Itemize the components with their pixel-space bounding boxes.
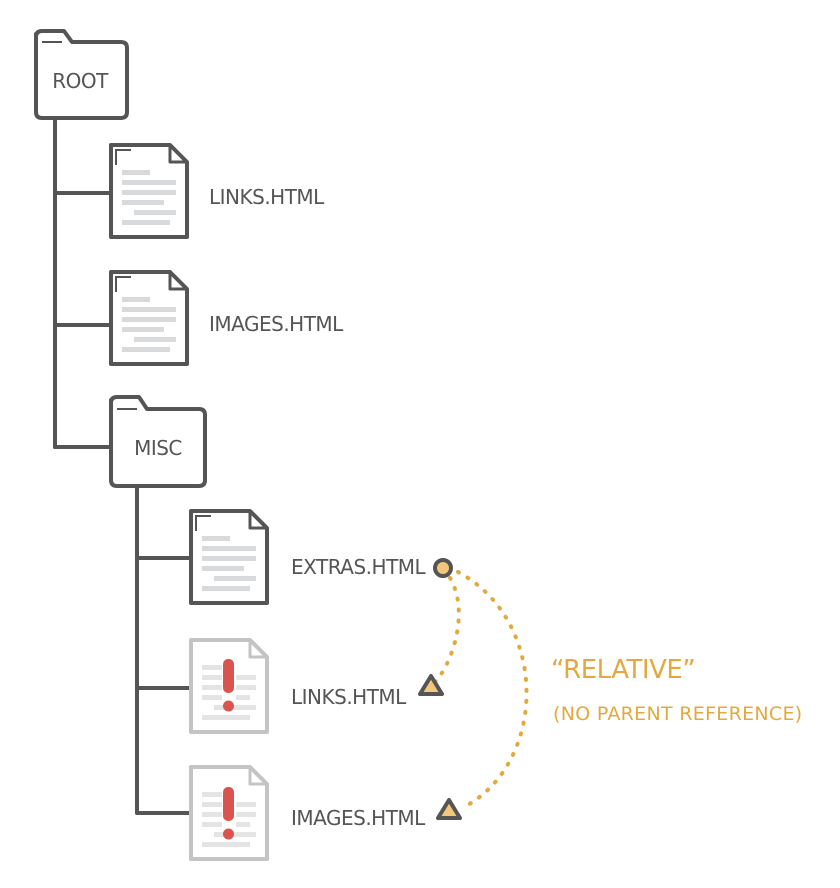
file-label: IMAGES.HTML bbox=[291, 806, 426, 830]
root-folder[interactable]: ROOT bbox=[34, 29, 129, 120]
exclamation-dot bbox=[223, 828, 234, 840]
misc-images-html-missing-file[interactable]: IMAGES.HTML bbox=[189, 765, 427, 861]
file-icon bbox=[109, 143, 189, 239]
annotation-subtitle: (NO PARENT REFERENCE) bbox=[553, 703, 802, 725]
arrowhead-triangle-icon bbox=[436, 798, 462, 820]
file-label: IMAGES.HTML bbox=[209, 312, 344, 336]
tree-connectors bbox=[53, 116, 193, 815]
relative-annotation: “RELATIVE” (NO PARENT REFERENCE) bbox=[551, 655, 802, 725]
misc-folder[interactable]: MISC bbox=[109, 395, 207, 488]
misc-extras-html-file[interactable]: EXTRAS.HTML bbox=[189, 509, 427, 605]
root-links-html-file[interactable]: LINKS.HTML bbox=[109, 143, 326, 239]
missing-file-icon bbox=[189, 638, 269, 734]
folder-icon bbox=[34, 29, 129, 120]
file-icon bbox=[109, 270, 189, 366]
file-label: LINKS.HTML bbox=[209, 185, 325, 209]
root-folder-label: ROOT bbox=[52, 69, 109, 93]
file-label: LINKS.HTML bbox=[291, 685, 407, 709]
root-images-html-file[interactable]: IMAGES.HTML bbox=[109, 270, 345, 366]
exclamation-icon bbox=[223, 787, 234, 821]
exclamation-icon bbox=[223, 659, 234, 693]
origin-dot-icon bbox=[433, 558, 453, 578]
arrowhead-triangle-icon bbox=[418, 674, 444, 696]
misc-folder-label: MISC bbox=[134, 436, 182, 460]
missing-file-icon bbox=[189, 765, 269, 861]
file-label: EXTRAS.HTML bbox=[291, 555, 427, 579]
file-icon bbox=[189, 509, 269, 605]
relative-reference-arrows bbox=[418, 558, 529, 820]
folder-icon bbox=[109, 395, 207, 488]
misc-links-html-missing-file[interactable]: LINKS.HTML bbox=[189, 638, 408, 734]
arrow-to-links-html bbox=[433, 576, 461, 684]
exclamation-dot bbox=[223, 700, 234, 712]
annotation-title: “RELATIVE” bbox=[551, 655, 695, 685]
arrow-to-images-html bbox=[456, 570, 529, 808]
